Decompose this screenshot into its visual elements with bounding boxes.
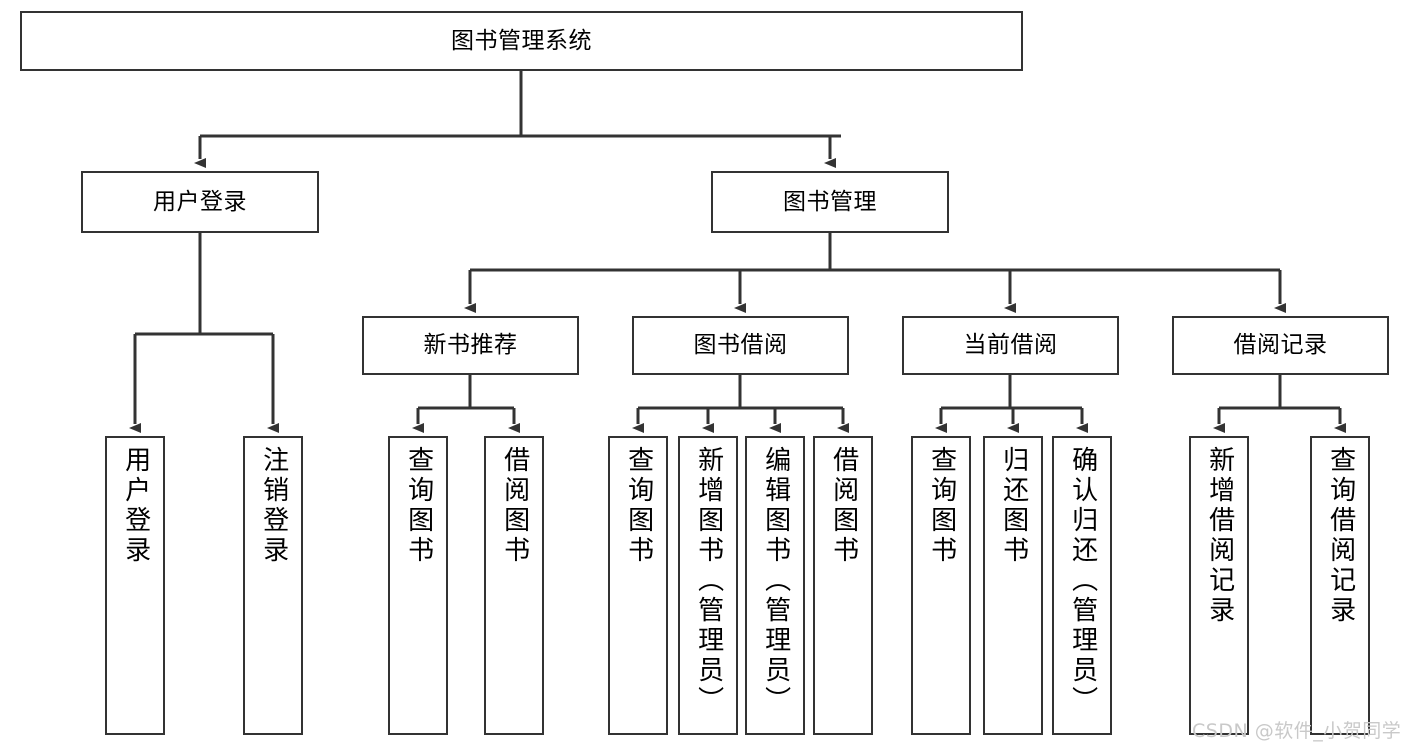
leaf-node[interactable]: 查询图书 bbox=[388, 436, 448, 735]
node-current-borrow[interactable]: 当前借阅 bbox=[902, 316, 1119, 375]
leaf-node[interactable]: 借阅图书 bbox=[484, 436, 544, 735]
node-borrow-record-label: 借阅记录 bbox=[1233, 332, 1328, 358]
watermark: CSDN @软件_小贺同学 bbox=[1192, 720, 1402, 742]
node-root[interactable]: 图书管理系统 bbox=[20, 11, 1023, 71]
leaf-node[interactable]: 注销登录 bbox=[243, 436, 303, 735]
node-user-login-label: 用户登录 bbox=[153, 188, 247, 215]
node-root-label: 图书管理系统 bbox=[451, 27, 592, 54]
leaf-node-label: 确认归还（管理员） bbox=[1067, 446, 1098, 716]
leaf-node[interactable]: 新增借阅记录 bbox=[1189, 436, 1249, 735]
node-new-book-recommend[interactable]: 新书推荐 bbox=[362, 316, 579, 375]
leaf-node-label: 查询图书 bbox=[403, 446, 434, 566]
node-new-book-recommend-label: 新书推荐 bbox=[423, 332, 518, 358]
leaf-node[interactable]: 确认归还（管理员） bbox=[1052, 436, 1112, 735]
leaf-node-label: 借阅图书 bbox=[828, 446, 859, 566]
leaf-node-label: 查询图书 bbox=[926, 446, 957, 566]
node-current-borrow-label: 当前借阅 bbox=[963, 332, 1058, 358]
leaf-node[interactable]: 查询图书 bbox=[608, 436, 668, 735]
node-book-borrow-label: 图书借阅 bbox=[693, 332, 788, 358]
leaf-node[interactable]: 查询图书 bbox=[911, 436, 971, 735]
node-book-management[interactable]: 图书管理 bbox=[711, 171, 949, 233]
leaf-node[interactable]: 查询借阅记录 bbox=[1310, 436, 1370, 735]
leaf-node[interactable]: 用户登录 bbox=[105, 436, 165, 735]
leaf-node-label: 查询借阅记录 bbox=[1325, 446, 1356, 626]
leaf-node-label: 归还图书 bbox=[998, 446, 1029, 566]
node-user-login[interactable]: 用户登录 bbox=[81, 171, 319, 233]
leaf-node[interactable]: 借阅图书 bbox=[813, 436, 873, 735]
leaf-node-label: 用户登录 bbox=[120, 446, 151, 566]
leaf-node[interactable]: 归还图书 bbox=[983, 436, 1043, 735]
leaf-node-label: 新增借阅记录 bbox=[1204, 446, 1235, 626]
leaf-node-label: 编辑图书（管理员） bbox=[760, 446, 791, 716]
leaf-node-label: 新增图书（管理员） bbox=[693, 446, 724, 716]
node-borrow-record[interactable]: 借阅记录 bbox=[1172, 316, 1389, 375]
leaf-node[interactable]: 新增图书（管理员） bbox=[678, 436, 738, 735]
leaf-node-label: 注销登录 bbox=[258, 446, 289, 566]
leaf-node[interactable]: 编辑图书（管理员） bbox=[745, 436, 805, 735]
node-book-management-label: 图书管理 bbox=[783, 188, 877, 215]
leaf-node-label: 查询图书 bbox=[623, 446, 654, 566]
node-book-borrow[interactable]: 图书借阅 bbox=[632, 316, 849, 375]
leaf-node-label: 借阅图书 bbox=[499, 446, 530, 566]
